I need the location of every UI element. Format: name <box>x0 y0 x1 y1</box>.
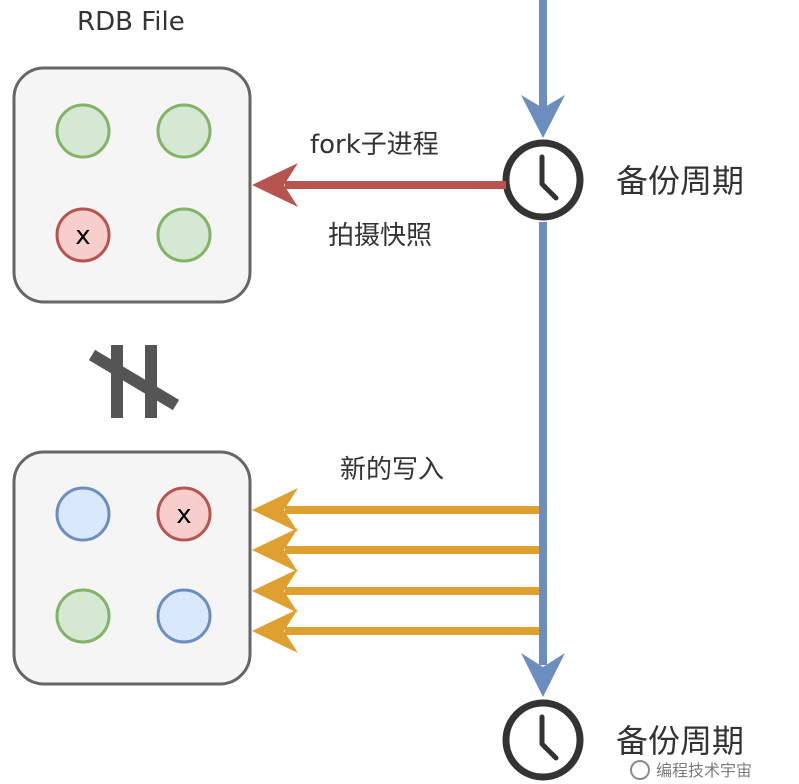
data-node-red <box>55 207 111 263</box>
clock-icon <box>502 139 584 221</box>
write-arrow <box>252 528 539 572</box>
write-arrow <box>252 488 539 532</box>
data-node-red <box>156 486 212 542</box>
rdb-file-label: RDB File <box>77 7 185 37</box>
data-node-green <box>156 103 212 159</box>
data-node-green <box>156 207 212 263</box>
timeline-arrowhead-top <box>521 95 565 138</box>
snapshot-label: 拍摄快照 <box>328 221 432 251</box>
fork-label: fork子进程 <box>310 130 439 160</box>
cross-mark: x <box>75 221 90 251</box>
timeline-arrowhead-bottom <box>521 653 565 697</box>
memory-data-box: x <box>12 450 252 686</box>
write-arrow <box>252 569 539 613</box>
data-node-blue <box>55 486 111 542</box>
cross-mark: x <box>176 500 191 530</box>
fork-arrowhead <box>252 163 298 207</box>
clock-icon <box>502 699 584 781</box>
new-writes-label: 新的写入 <box>340 455 444 485</box>
data-node-green <box>55 103 111 159</box>
backup-cycle-label-bottom: 备份周期 <box>616 722 744 760</box>
wechat-icon <box>630 760 650 780</box>
write-arrow <box>252 609 539 653</box>
data-node-green <box>55 588 111 644</box>
not-equal-icon <box>88 345 180 418</box>
backup-cycle-label-top: 备份周期 <box>616 162 744 200</box>
rdb-snapshot-box: x <box>12 66 252 304</box>
data-node-blue <box>156 588 212 644</box>
watermark-text: 编程技术宇宙 <box>656 761 752 780</box>
watermark: 编程技术宇宙 <box>630 760 752 780</box>
